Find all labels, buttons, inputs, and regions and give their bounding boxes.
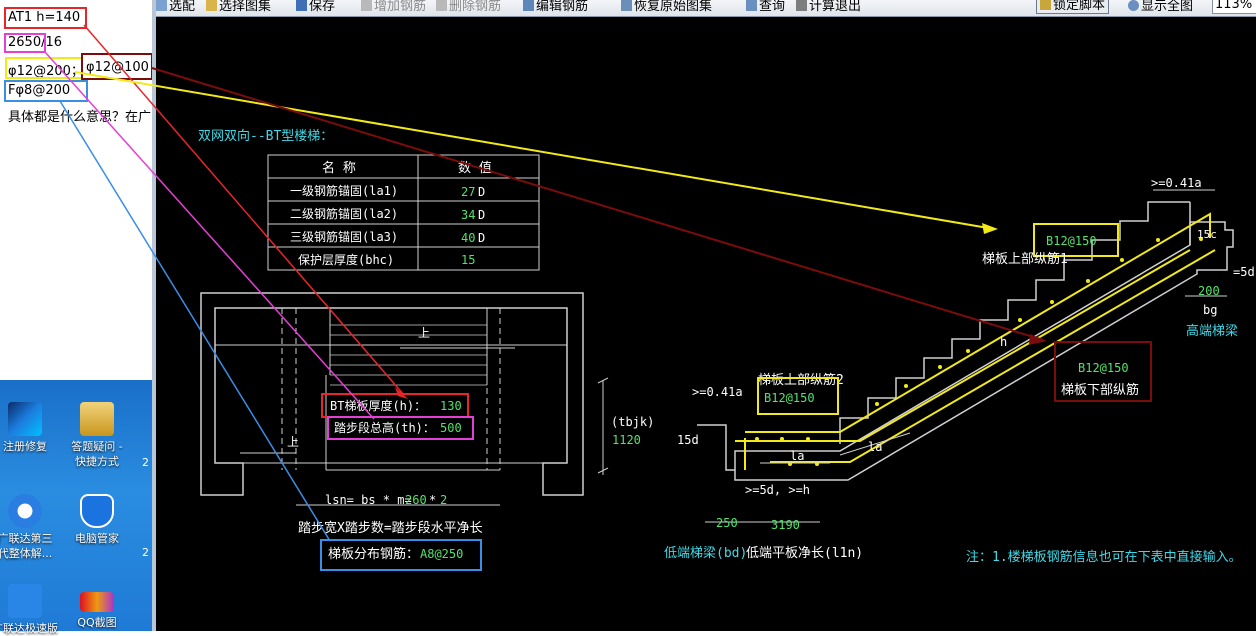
desktop-icon-label: 广联达第三 <box>0 532 53 545</box>
restore-icon <box>621 0 632 11</box>
shield-icon <box>80 494 114 528</box>
highlight-box-red <box>4 7 87 29</box>
select-icon <box>156 0 167 11</box>
drawing-canvas[interactable] <box>156 17 1256 631</box>
desktop-icon-pc-manager[interactable]: 电脑管家 <box>64 494 130 546</box>
zoom-select[interactable]: 113% <box>1212 0 1256 14</box>
folder-icon <box>80 402 114 436</box>
desktop-icon-label-2: 代整体解... <box>0 547 53 560</box>
zoom-extents-icon <box>1128 0 1139 11</box>
question-line-2: 2650/16 <box>8 35 63 50</box>
question-line-5: 具体都是什么意思？在广 <box>8 110 152 125</box>
add-rebar-button[interactable]: 增加钢筋 <box>361 0 426 14</box>
lock-icon <box>1040 0 1051 10</box>
desktop-icon-glodon-fast[interactable]: 广联达极速版 <box>0 584 58 636</box>
highlight-box-blue <box>4 80 88 102</box>
delete-icon <box>436 0 447 11</box>
desktop-icon-label: QQ截图 <box>77 616 117 629</box>
choose-set-button[interactable]: 选择图集 <box>206 0 271 14</box>
calc-exit-button[interactable]: 计算退出 <box>796 0 861 14</box>
desktop-icon-glodon-tool[interactable]: 广联达第三 代整体解... <box>0 494 58 561</box>
edit-rebar-button[interactable]: 编辑钢筋 <box>523 0 588 14</box>
highlight-box-darkred <box>81 53 153 80</box>
restore-set-button[interactable]: 恢复原始图集 <box>621 0 712 14</box>
desktop-icon-registry-repair[interactable]: 注册修复 <box>0 402 58 454</box>
question-panel: AT1 h=140 2650/16 φ12@200； φ12@100 Fφ8@2… <box>0 0 153 380</box>
toolbar: 选配 选择图集 保存 增加钢筋 删除钢筋 编辑钢筋 恢复原始图集 查询 计算退出… <box>156 0 1256 17</box>
query-icon <box>746 0 757 11</box>
highlight-box-magenta <box>4 33 46 53</box>
desktop-icon-answer-question[interactable]: 答题疑问 - 快捷方式 <box>64 402 130 469</box>
save-icon <box>296 0 307 11</box>
question-line-1: AT1 h=140 <box>8 10 81 25</box>
desktop-icon-label: 注册修复 <box>3 440 47 453</box>
calc-icon <box>796 0 807 11</box>
zoom-value: 113% <box>1215 0 1253 12</box>
cube-icon <box>8 402 42 436</box>
lock-script-button[interactable]: 锁定脚本 <box>1036 0 1110 14</box>
select-button[interactable]: 选配 <box>156 0 195 14</box>
desktop-edge-digit-1: 2 <box>142 456 149 469</box>
desktop-icon-label: 电脑管家 <box>75 532 119 545</box>
show-all-button[interactable]: 显示全图 <box>1128 0 1193 14</box>
desktop-edge-digit-2: 2 <box>142 546 149 559</box>
desktop-icon-qq-screenshot[interactable]: QQ截图 <box>64 584 130 630</box>
desktop-icon-label: 广联达极速版 <box>0 622 58 635</box>
add-icon <box>361 0 372 11</box>
desktop-area: 注册修复 答题疑问 - 快捷方式 广联达第三 代整体解... 电脑管家 广联达极… <box>0 380 152 635</box>
highlight-box-yellow <box>5 57 83 79</box>
edit-icon <box>523 0 534 11</box>
save-button[interactable]: 保存 <box>296 0 335 14</box>
desktop-icon-label-2: 快捷方式 <box>75 455 119 468</box>
query-button[interactable]: 查询 <box>746 0 785 14</box>
bird-icon <box>8 584 42 618</box>
delete-rebar-button[interactable]: 删除钢筋 <box>436 0 501 14</box>
glodon-icon <box>8 494 42 528</box>
folder-open-icon <box>206 0 217 11</box>
screenshot-icon <box>80 592 114 612</box>
desktop-icon-label: 答题疑问 - <box>71 440 123 453</box>
